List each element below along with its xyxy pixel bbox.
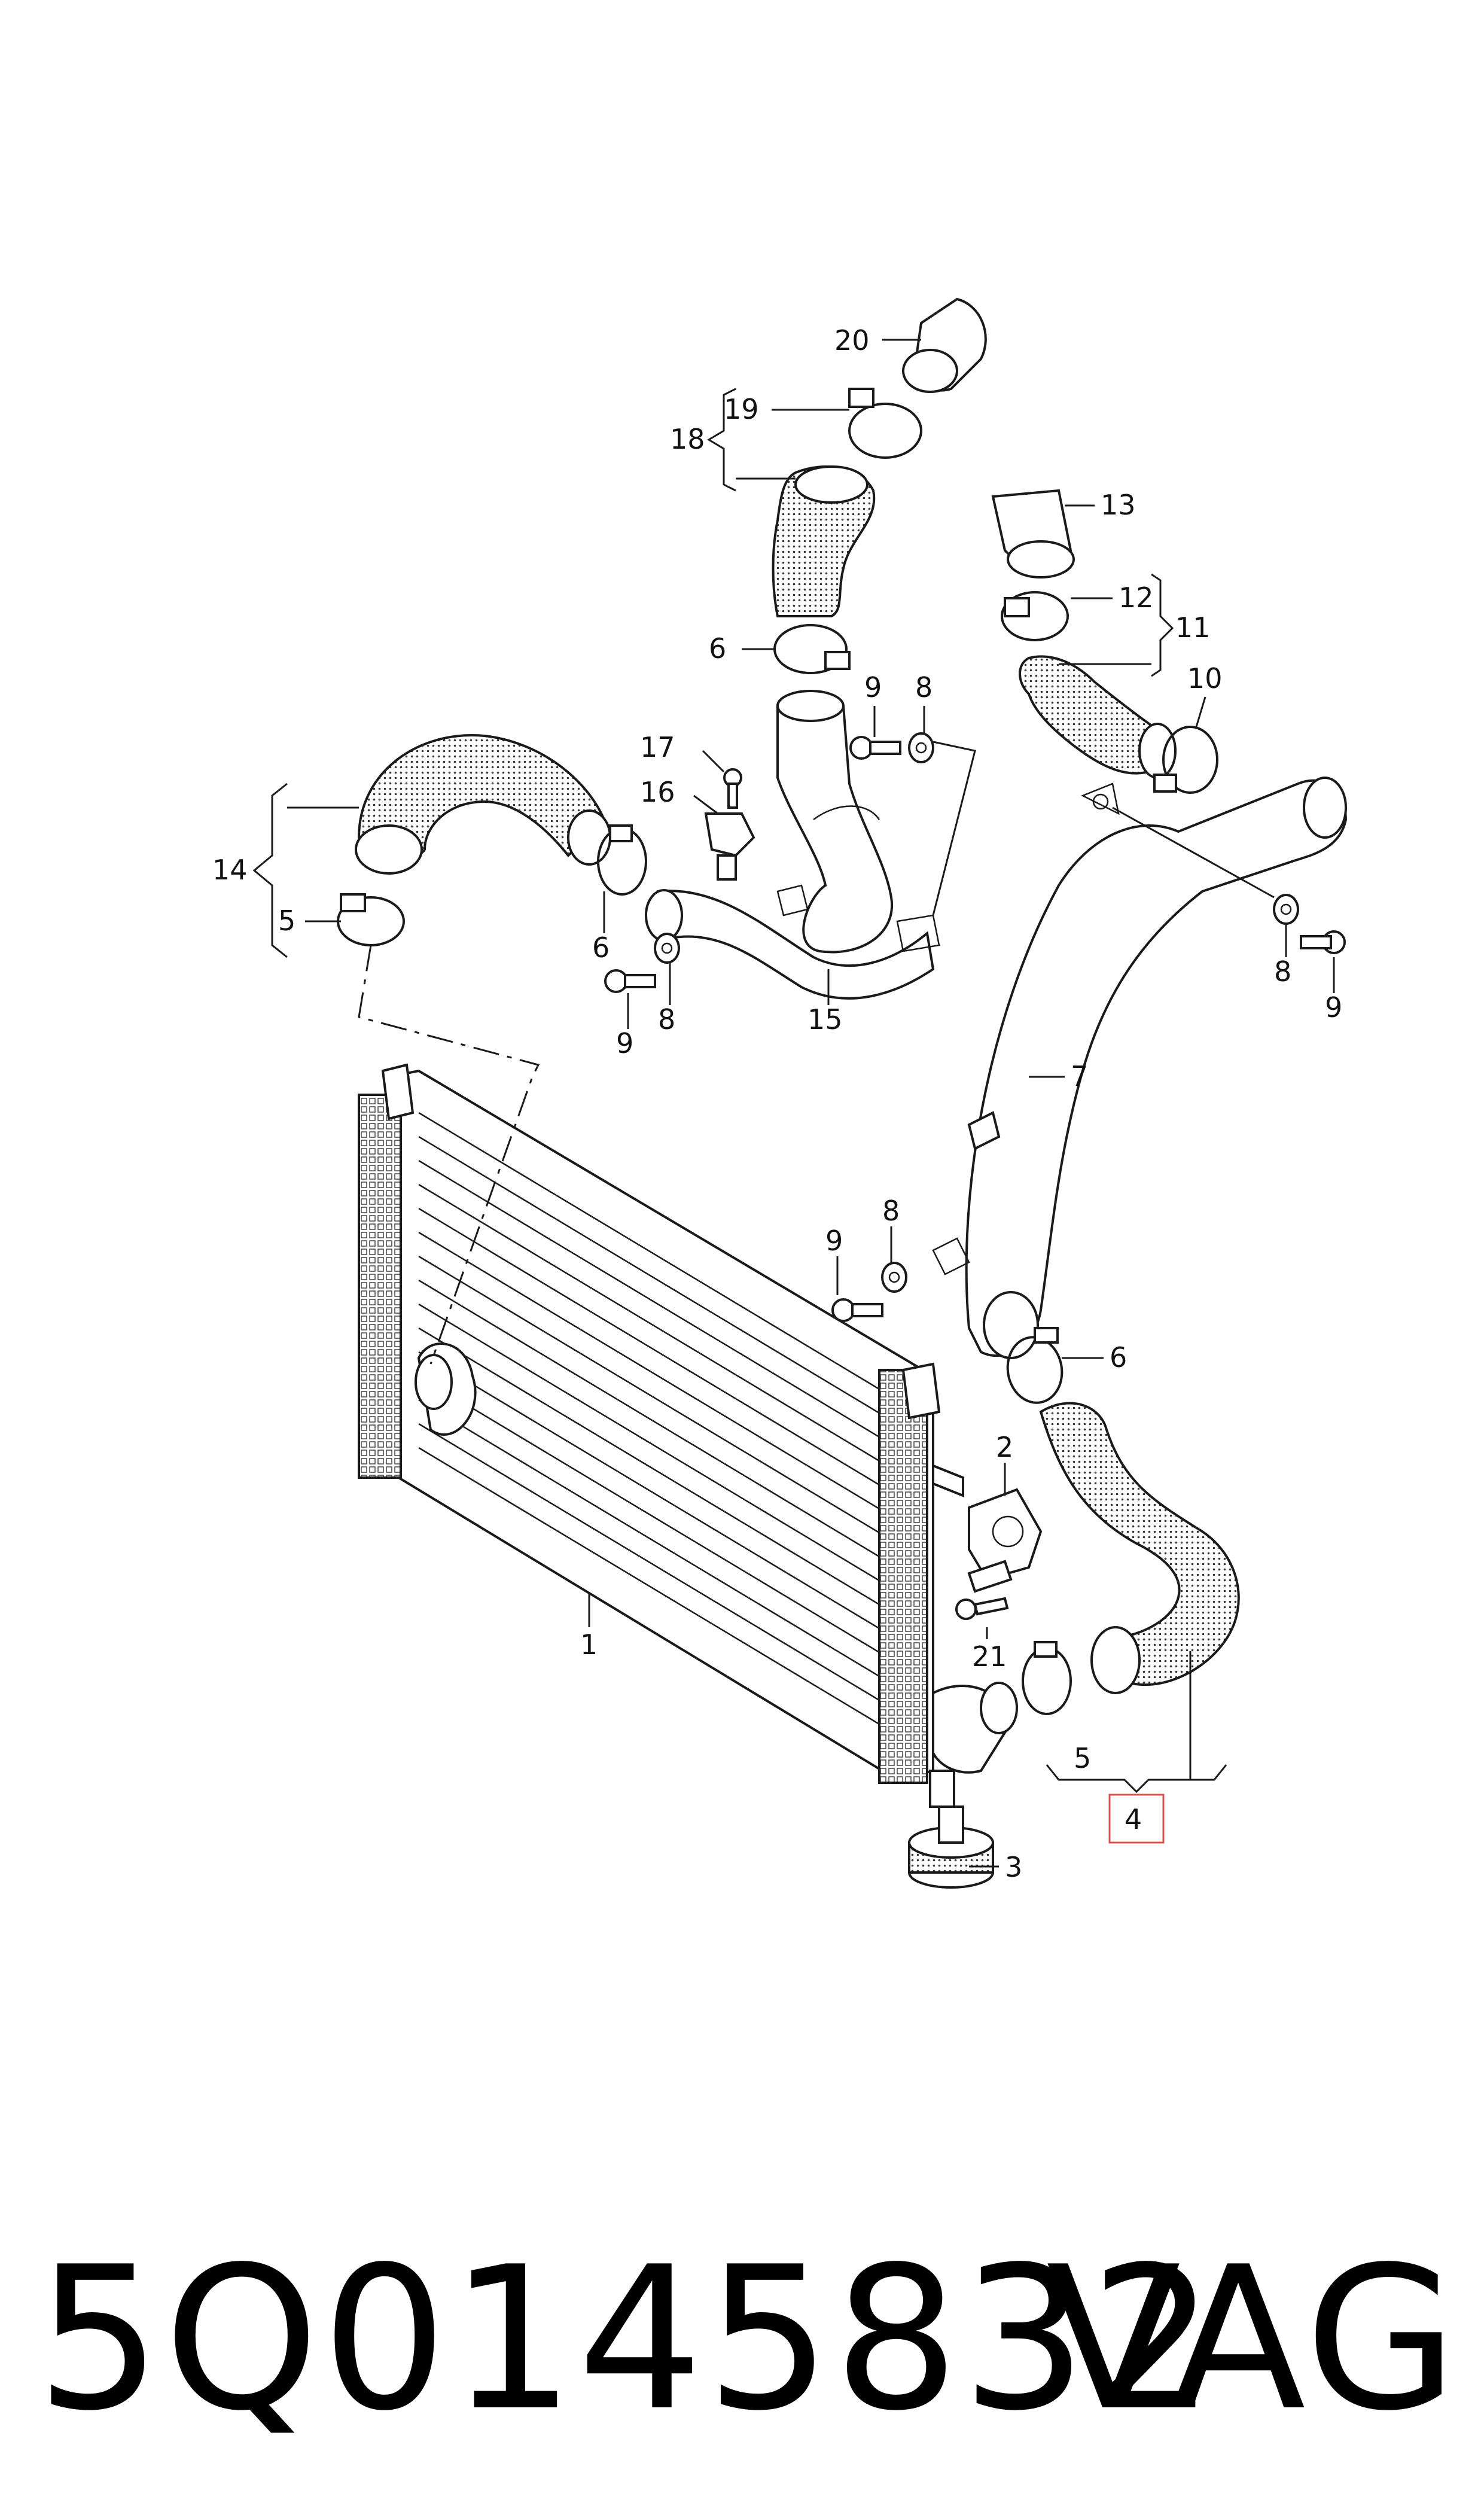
callout-labels: 20 19 18 6 9 8 17 16 14 5 6 8 9 15 13 12… xyxy=(212,324,1342,1883)
pipe-20 xyxy=(902,297,987,393)
clamp-6-left xyxy=(597,824,647,896)
hose-lower-right xyxy=(1039,1402,1240,1694)
pipe-13 xyxy=(991,489,1075,578)
hose-18 xyxy=(772,465,876,617)
nut-8-mid xyxy=(881,1262,907,1293)
callout-17: 17 xyxy=(640,731,675,763)
pipe-15 xyxy=(645,884,940,1000)
clamp-10 xyxy=(1153,726,1218,794)
hose-11 xyxy=(1019,655,1177,779)
mounting-bracket xyxy=(932,1464,1043,1593)
callout-11: 11 xyxy=(1175,611,1211,644)
brand-name: VAG xyxy=(1046,2224,1460,2454)
part-number: 5Q0145832 xyxy=(36,2224,1218,2454)
clamp-19 xyxy=(848,388,922,459)
charge-pipe xyxy=(932,777,1348,1359)
callout-13: 13 xyxy=(1101,489,1136,521)
callout-21: 21 xyxy=(972,1640,1007,1673)
clamp-lower xyxy=(1022,1641,1072,1715)
bolt-9-mid xyxy=(831,1298,883,1322)
clamp-pipe-7 xyxy=(1006,1327,1064,1404)
bolt-9-left xyxy=(604,969,656,993)
callout-5-lower: 5 xyxy=(1074,1742,1091,1774)
callout-12: 12 xyxy=(1119,581,1154,614)
callout-9-mid: 9 xyxy=(825,1225,843,1257)
bolt-9-right xyxy=(1300,930,1346,954)
intercooler-radiator xyxy=(358,1063,1018,1808)
callout-2: 2 xyxy=(996,1431,1013,1463)
nut-8-top xyxy=(908,732,934,763)
callout-5-upper: 5 xyxy=(278,905,295,937)
callout-8-left: 8 xyxy=(658,1003,675,1036)
leader-lines xyxy=(252,339,1335,1868)
callout-7: 7 xyxy=(1071,1060,1088,1092)
callout-14: 14 xyxy=(212,854,248,886)
clamp-12 xyxy=(1001,591,1069,641)
callout-18: 18 xyxy=(670,423,705,455)
callout-9-right: 9 xyxy=(1325,991,1342,1024)
hose-14 xyxy=(355,734,611,875)
callout-6-left: 6 xyxy=(592,931,610,964)
nut-8-right xyxy=(1273,894,1299,925)
callout-3: 3 xyxy=(1005,1851,1022,1883)
screw-21 xyxy=(955,1597,1009,1620)
clamp-5-upper xyxy=(337,893,405,946)
callout-9-top: 9 xyxy=(864,671,882,704)
callout-8-top: 8 xyxy=(915,671,933,704)
callout-15: 15 xyxy=(807,1003,843,1036)
callout-8-right: 8 xyxy=(1274,955,1291,988)
callout-9-left: 9 xyxy=(616,1027,633,1059)
callout-4: 4 xyxy=(1125,1803,1142,1835)
nut-8-left xyxy=(654,933,680,964)
callout-6-upper: 6 xyxy=(709,632,726,665)
bolt-9-top xyxy=(849,736,901,760)
callout-19: 19 xyxy=(724,393,759,425)
callout-20: 20 xyxy=(834,324,870,357)
callout-10: 10 xyxy=(1187,662,1223,695)
intake-pipe xyxy=(776,690,894,954)
clamp-6-upper xyxy=(773,624,851,674)
grommet xyxy=(908,1805,994,1889)
callout-16: 16 xyxy=(640,776,675,808)
intercooler-parts-diagram: 20 19 18 6 9 8 17 16 14 5 6 8 9 15 13 12… xyxy=(212,297,1348,1889)
callout-1: 1 xyxy=(580,1628,598,1661)
footer-caption: 5Q0145832 VAG xyxy=(0,2213,1484,2465)
callout-4-highlight xyxy=(1108,1794,1165,1844)
callout-8-mid: 8 xyxy=(882,1195,900,1227)
callout-6-lower: 6 xyxy=(1110,1341,1127,1374)
pressure-sensor xyxy=(704,768,755,881)
